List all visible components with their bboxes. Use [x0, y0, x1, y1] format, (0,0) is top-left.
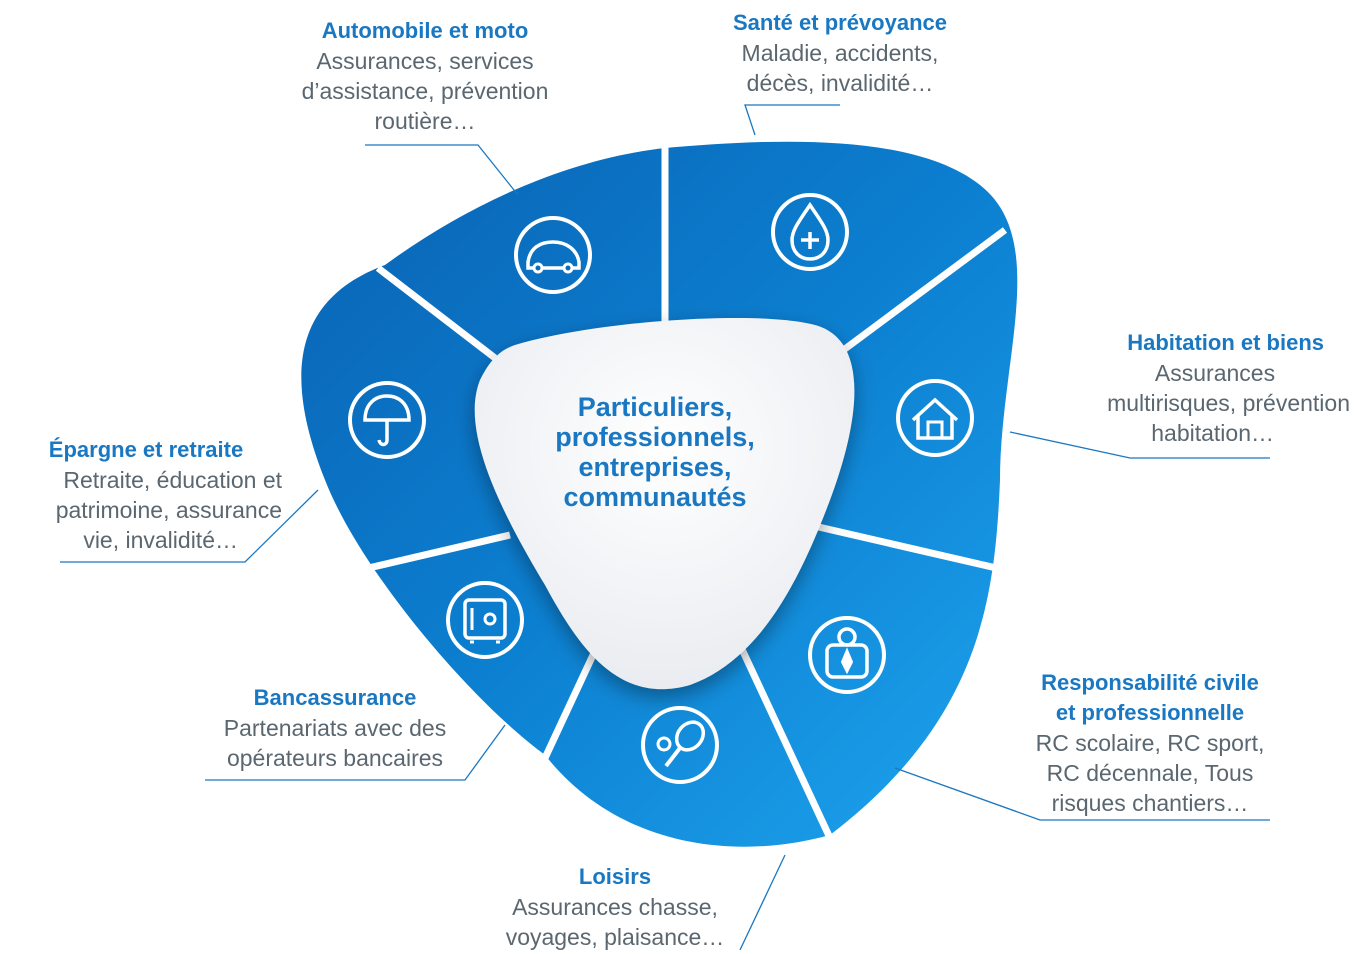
label-auto-line: routière… — [374, 108, 476, 134]
label-auto-line: d’assistance, prévention — [301, 78, 549, 104]
label-epargne-line: vie, invalidité… — [83, 527, 238, 553]
person-tie-icon — [808, 616, 886, 694]
center-title: Particuliers, professionnels, entreprise… — [520, 392, 790, 512]
label-epargne-line: Retraite, éducation et — [63, 467, 282, 493]
label-habitation: Habitation et biens Assurances multirisq… — [1020, 328, 1350, 448]
label-sante-title: Santé et prévoyance — [733, 10, 947, 35]
label-responsabilite-title: Responsabilité civile — [1041, 670, 1259, 695]
label-habitation-title: Habitation et biens — [1127, 330, 1324, 355]
label-responsabilite-title: et professionnelle — [1055, 700, 1245, 725]
label-habitation-line: multirisques, prévention — [1107, 390, 1350, 416]
label-habitation-line: habitation… — [1151, 420, 1274, 446]
label-sante: Santé et prévoyance Maladie, accidents, … — [690, 8, 990, 98]
label-loisirs-line: Assurances chasse, — [512, 894, 718, 920]
label-auto: Automobile et moto Assurances, services … — [275, 16, 575, 136]
label-epargne: Épargne et retraite Retraite, éducation … — [0, 435, 282, 555]
label-loisirs-title: Loisirs — [578, 864, 652, 889]
label-bancassurance-line: Partenariats avec des — [223, 715, 447, 741]
center-line: entreprises, — [578, 452, 732, 482]
segment-dividers — [359, 145, 1008, 840]
label-responsabilite-line: RC scolaire, RC sport, — [1035, 730, 1265, 756]
label-loisirs-line: voyages, plaisance… — [505, 924, 725, 950]
label-responsabilite-line: RC décennale, Tous — [1046, 760, 1254, 786]
label-auto-title: Automobile et moto — [321, 18, 529, 43]
leader-lines — [60, 104, 1270, 951]
label-bancassurance-title: Bancassurance — [253, 685, 417, 710]
car-icon — [514, 216, 592, 294]
label-sante-line: Maladie, accidents, — [741, 40, 939, 66]
center-line: professionnels, — [555, 422, 755, 452]
drop-plus-icon — [771, 193, 849, 271]
label-habitation-line: Assurances — [1154, 360, 1276, 386]
center-shape — [474, 317, 855, 690]
label-bancassurance-line: opérateurs bancaires — [226, 745, 444, 771]
label-auto-line: Assurances, services — [316, 48, 534, 74]
label-loisirs: Loisirs Assurances chasse, voyages, plai… — [465, 862, 765, 952]
umbrella-icon — [348, 381, 426, 459]
safe-icon — [446, 581, 524, 659]
house-icon — [896, 379, 974, 457]
label-responsabilite-line: risques chantiers… — [1051, 790, 1249, 816]
label-bancassurance: Bancassurance Partenariats avec des opér… — [185, 683, 485, 773]
label-sante-line: décès, invalidité… — [746, 70, 934, 96]
center-line: Particuliers, — [577, 392, 733, 422]
tennis-racket-icon — [641, 706, 719, 784]
label-epargne-line: patrimoine, assurance — [55, 497, 282, 523]
label-responsabilite: Responsabilité civile et professionnelle… — [1005, 668, 1295, 818]
label-epargne-title: Épargne et retraite — [48, 437, 244, 462]
center-line: communautés — [563, 482, 747, 512]
